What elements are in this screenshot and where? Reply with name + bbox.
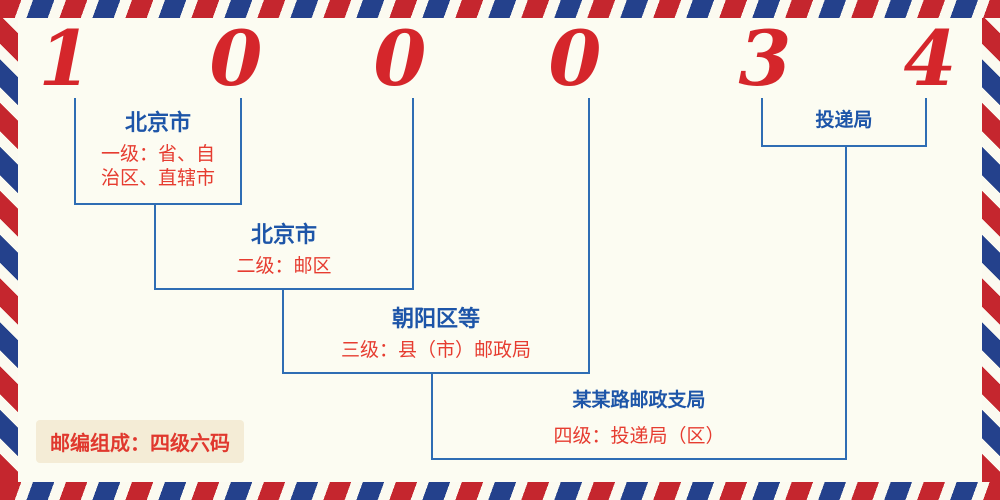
level1-label: 北京市 一级：省、自 治区、直辖市 — [75, 110, 241, 190]
connector-line — [431, 372, 433, 460]
airmail-border-right — [982, 18, 1000, 482]
connector-line — [925, 98, 927, 147]
connector-line — [761, 98, 763, 147]
composition-stamp: 邮编组成：四级六码 — [36, 420, 244, 463]
delivery-office-title: 投递局 — [815, 109, 873, 131]
level3-desc: 三级：县（市）邮政局 — [340, 339, 531, 361]
level2-title: 北京市 — [250, 223, 317, 248]
connector-line — [282, 372, 590, 374]
connector-line — [588, 98, 590, 374]
postal-digit-5: 3 — [738, 14, 792, 103]
postal-digit-2: 0 — [209, 14, 263, 103]
connector-line — [154, 203, 156, 290]
connector-line — [282, 288, 284, 374]
connector-line — [74, 203, 242, 205]
postal-digit-4: 0 — [548, 14, 602, 103]
airmail-border-top — [0, 0, 1000, 18]
postal-digit-3: 0 — [373, 14, 427, 103]
connector-line — [154, 288, 414, 290]
level2-label: 北京市 二级：邮区 — [155, 222, 413, 278]
connector-line — [412, 98, 414, 290]
delivery-office-label: 投递局 — [762, 108, 926, 132]
level1-desc-line1: 一级：省、自 — [100, 143, 215, 165]
level1-desc-line2: 治区、直辖市 — [100, 167, 215, 189]
level4-desc: 四级：投递局（区） — [553, 425, 725, 447]
airmail-border-bottom — [0, 482, 1000, 500]
level4-label: 某某路邮政支局 四级：投递局（区） — [432, 388, 846, 448]
connector-line — [845, 145, 847, 460]
level2-desc: 二级：邮区 — [236, 255, 332, 277]
level1-title: 北京市 — [124, 111, 191, 136]
connector-line — [74, 98, 76, 205]
level4-title: 某某路邮政支局 — [572, 389, 706, 411]
airmail-border-left — [0, 18, 18, 482]
level3-title: 朝阳区等 — [391, 307, 480, 332]
postal-digit-1: 1 — [38, 14, 92, 103]
connector-line — [431, 458, 847, 460]
connector-line — [240, 98, 242, 205]
connector-line — [761, 145, 927, 147]
postal-digit-6: 4 — [903, 14, 957, 103]
level3-label: 朝阳区等 三级：县（市）邮政局 — [283, 306, 589, 362]
